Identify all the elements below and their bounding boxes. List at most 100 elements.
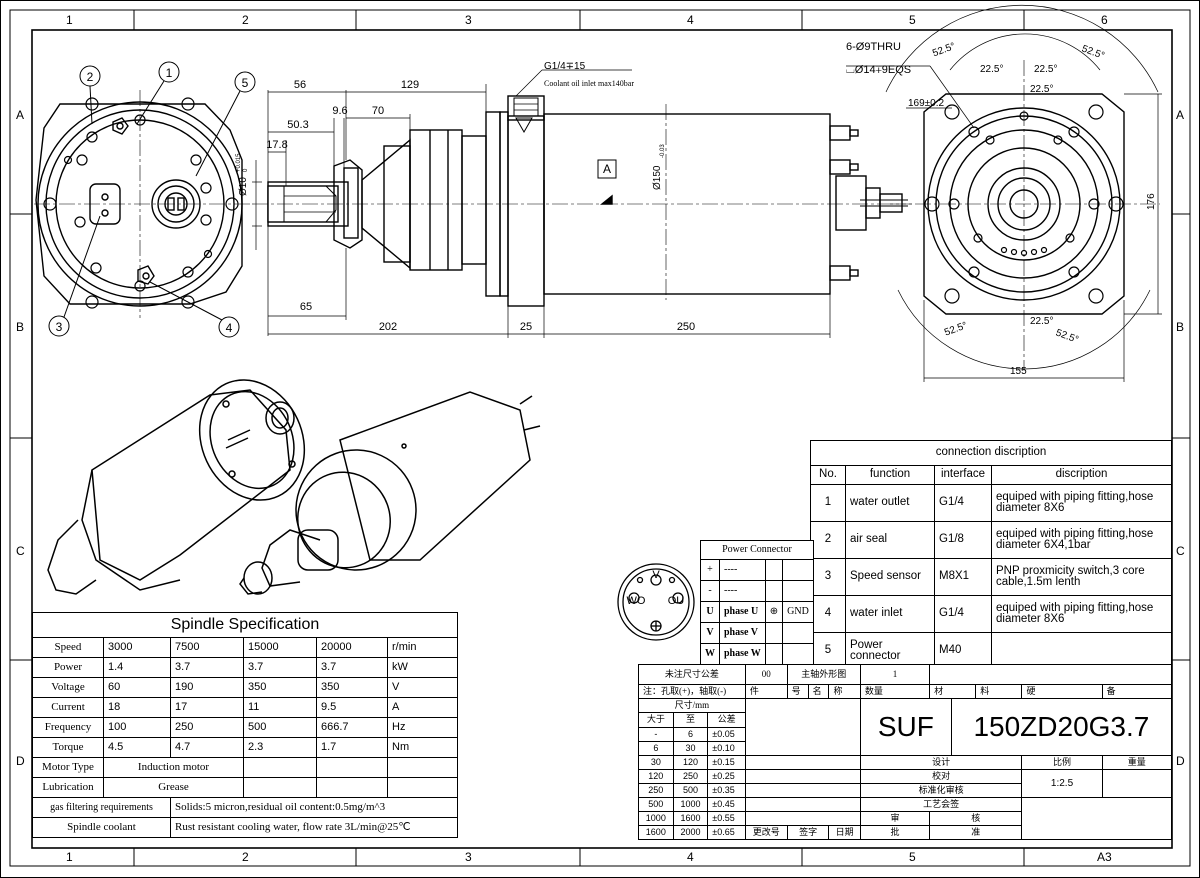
- callout-3: 3: [56, 320, 63, 334]
- ground-icon: ⊕: [764, 601, 784, 623]
- spec-value: 11: [243, 697, 317, 718]
- col-head: 号: [786, 684, 809, 699]
- spec-unit: A: [387, 697, 458, 718]
- review-label: 审: [859, 811, 931, 826]
- title-block: 未注尺寸公差 00 主轴外形图 1 注：孔取(+)，轴取(-) 件 号 名 称 …: [638, 664, 1173, 840]
- table-row: -----: [700, 580, 814, 602]
- table-row: 30 120 ±0.15 设计 比例 重量: [638, 755, 1173, 770]
- check-label: 校对: [859, 769, 1023, 784]
- table-row: 大于 至 公差: [638, 712, 1172, 728]
- spec-value: 250: [170, 717, 244, 738]
- table-row: 3 Speed sensor M8X1 PNP proxmicity switc…: [810, 558, 1172, 596]
- callout-1: 1: [166, 66, 173, 80]
- rear-end-view: [35, 97, 243, 309]
- pin-v: V: [652, 569, 660, 581]
- connection-table: connection discription No. function inte…: [810, 440, 1172, 670]
- spec-value: 15000: [243, 637, 317, 658]
- conn-interface: G1/4: [934, 595, 992, 633]
- pc-pin: -: [700, 580, 720, 602]
- power-connector-title: Power Connector: [700, 540, 814, 560]
- spec-unit: V: [387, 677, 458, 698]
- table-row: 注：孔取(+)，轴取(-) 件 号 名 称 数量 材 料 硬 备: [638, 684, 1173, 699]
- spec-value: 666.7: [316, 717, 388, 738]
- spec-label: gas filtering requirements: [32, 797, 171, 818]
- pc-extra: GND: [782, 601, 814, 623]
- holes-note-1: 6-Ø9THRU: [846, 41, 901, 53]
- center-lines: [34, 60, 1160, 370]
- spec-value: 2.3: [243, 737, 317, 758]
- pc-name: phase V: [719, 622, 766, 644]
- col-head: 备: [1101, 684, 1173, 699]
- spec-value: 500: [243, 717, 317, 738]
- review-label-2: 核: [929, 811, 1023, 826]
- zone-col-6: 6: [1101, 13, 1108, 27]
- zone-row-c-right: C: [1176, 544, 1185, 558]
- tol-value: ±0.55: [707, 811, 746, 826]
- angle-2: 52.5°: [1080, 44, 1106, 62]
- weight-label: 重量: [1101, 755, 1173, 770]
- pin-w: WO: [627, 595, 646, 607]
- dim-dia-10-tol-upper: +0.015: [236, 153, 242, 172]
- front-dimension-labels: 6-Ø9THRU ⌴Ø14∓9EQS 52.5° 52.5° 22.5° 22.…: [846, 41, 1106, 377]
- tol-to: 1600: [672, 811, 709, 826]
- holes-note-2: ⌴Ø14∓9EQS: [846, 64, 911, 76]
- datum-a: A: [603, 162, 611, 176]
- isometric-view-rear: [47, 379, 306, 595]
- zone-col-2-bottom: 2: [242, 850, 249, 864]
- spec-value: 3000: [103, 637, 171, 658]
- dim-50-3: 50.3: [287, 119, 308, 131]
- spec-value: 60: [103, 677, 171, 698]
- conn-function: air seal: [845, 521, 935, 559]
- approve-label-2: 准: [929, 825, 1023, 840]
- spec-value: 350: [316, 677, 388, 698]
- front-dimensions: [846, 4, 1162, 382]
- approve-label: 批: [859, 825, 931, 840]
- col-head: 材: [929, 684, 977, 699]
- tol-head-to: 至: [672, 712, 709, 728]
- side-dimensions: [252, 69, 831, 338]
- col-head: 硬: [1021, 684, 1103, 699]
- table-row: 未注尺寸公差 00 主轴外形图 1: [638, 664, 1172, 685]
- pc-name: ----: [719, 559, 766, 581]
- side-view: [267, 95, 908, 307]
- col-head: 名: [807, 684, 830, 699]
- zone-row-a: A: [16, 108, 25, 122]
- dim-25: 25: [520, 321, 532, 333]
- spec-value: 20000: [316, 637, 388, 658]
- dim-155: 155: [1010, 366, 1027, 377]
- conn-header-function: function: [845, 465, 935, 485]
- spec-value: 18: [103, 697, 171, 718]
- dim-129: 129: [401, 79, 419, 91]
- tol-from: 250: [638, 783, 674, 798]
- conn-no: 1: [810, 484, 846, 522]
- table-row: 500 1000 ±0.45 工艺会签: [638, 797, 1172, 840]
- size-mm: 尺寸/mm: [638, 697, 746, 714]
- note-row: 注：孔取(+)，轴取(-): [638, 684, 746, 699]
- tol-value: ±0.65: [707, 825, 746, 840]
- spec-label: Power: [32, 657, 104, 678]
- dim-169: 169±0.2: [908, 98, 945, 109]
- zone-col-5: 5: [909, 13, 916, 27]
- zone-col-2: 2: [242, 13, 249, 27]
- conn-function: water inlet: [845, 595, 935, 633]
- dim-202: 202: [379, 321, 397, 333]
- angle-5: 22.5°: [1030, 84, 1053, 95]
- zone-col-4: 4: [687, 13, 694, 27]
- spec-unit: r/min: [387, 637, 458, 658]
- conn-header-interface: interface: [934, 465, 992, 485]
- oil-inlet-note: Coolant oil inlet max140bar: [544, 79, 634, 88]
- tol-head-from: 大于: [638, 712, 674, 728]
- dim-70: 70: [372, 105, 384, 117]
- table-row: 1600 2000 ±0.65 更改号 签字 日期 批 准: [638, 825, 1172, 840]
- change-no-label: 更改号: [744, 825, 788, 840]
- zone-col-1: 1: [66, 13, 73, 27]
- spec-label: Frequency: [32, 717, 104, 738]
- motor-type-value: Induction motor: [103, 757, 244, 778]
- dim-176: 176: [1146, 193, 1157, 210]
- col-head: 料: [975, 684, 1023, 699]
